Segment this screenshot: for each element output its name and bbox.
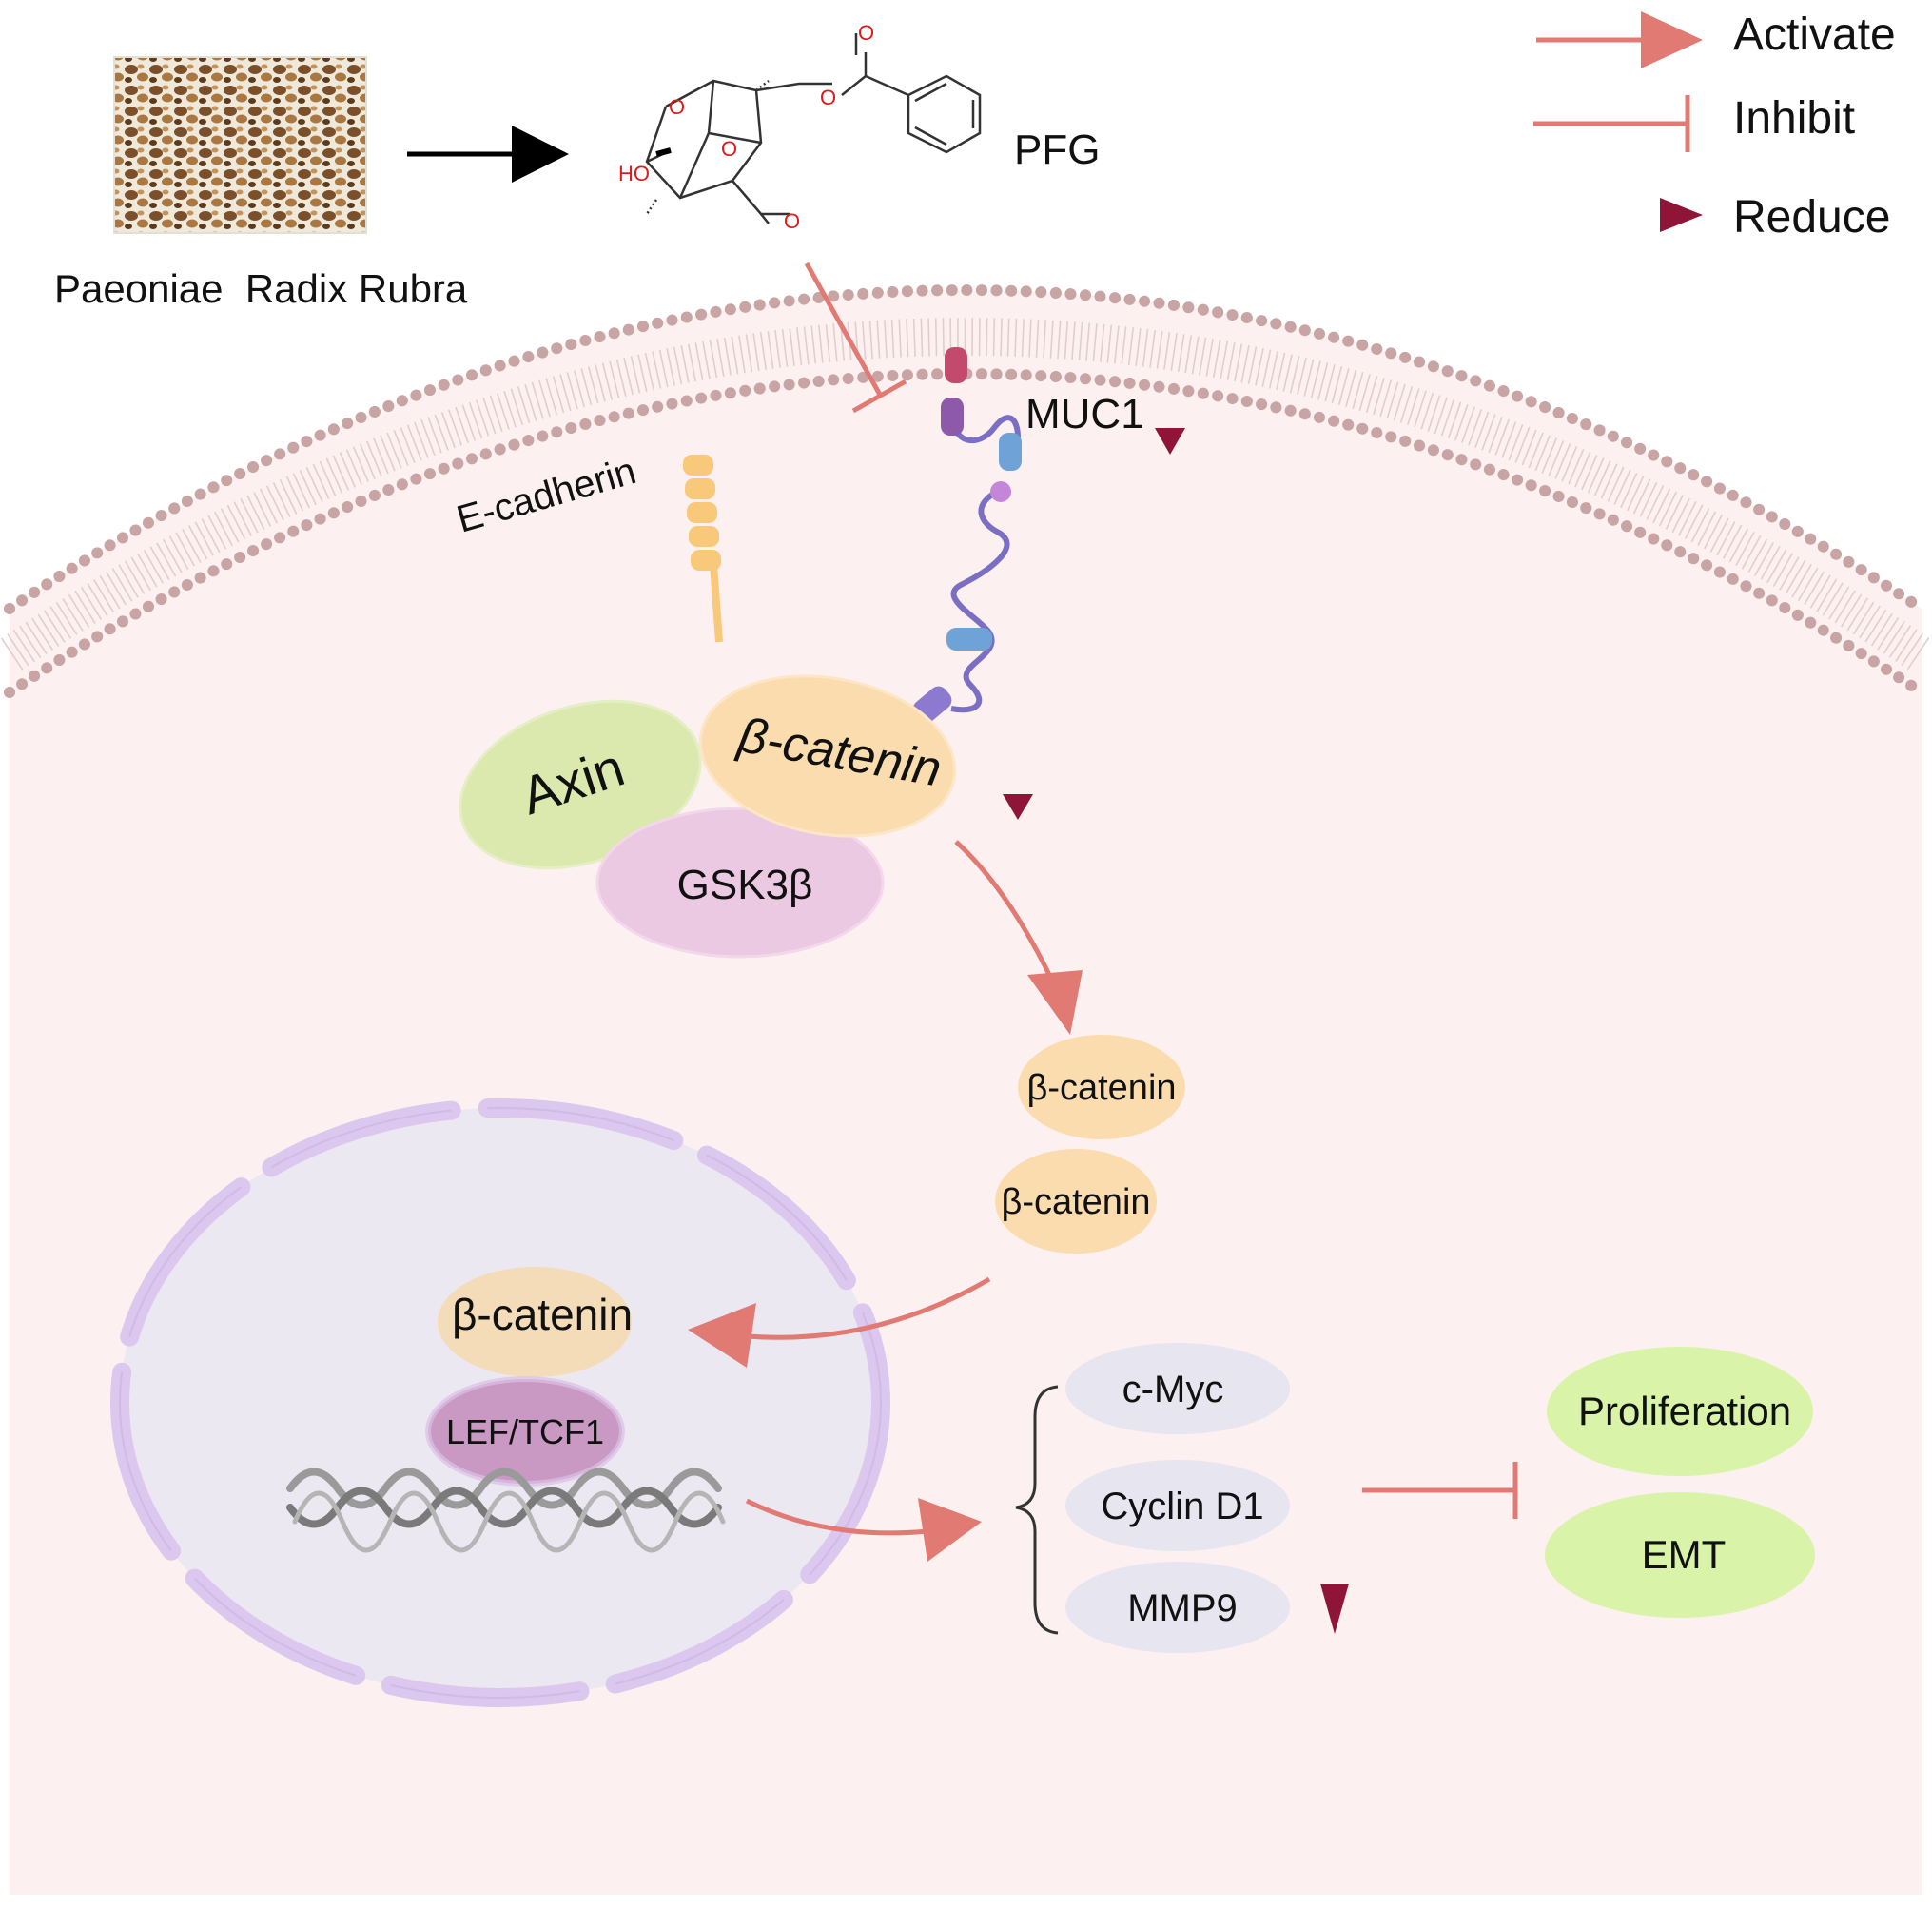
translocation-arrow — [688, 1276, 991, 1368]
pfg-inhibits-muc1 — [804, 262, 907, 414]
nuclear-complex: β-catenin LEF/TCF1 — [425, 1267, 633, 1487]
legend-activate: Activate — [1536, 10, 1896, 68]
cmyc-label: c-Myc — [1122, 1369, 1224, 1410]
bcatenin-nuclear-label: β-catenin — [452, 1290, 633, 1339]
atom-o: O — [721, 137, 737, 161]
bcatenin-free-label: β-catenin — [1026, 1068, 1176, 1108]
target-genes: c-Myc Cyclin D1 MMP9 — [1015, 1343, 1290, 1653]
muc1-label: MUC1 — [1025, 391, 1144, 437]
atom-ho: HO — [618, 162, 650, 185]
source-to-compound-arrow — [407, 126, 569, 183]
legend-activate-label: Activate — [1733, 10, 1896, 60]
targets-reduce-arrow — [1320, 1389, 1349, 1634]
transcription-arrow — [745, 1498, 982, 1562]
bcatenin-nuclear-node — [438, 1267, 632, 1377]
bcatenin-free-node — [995, 1149, 1157, 1254]
complex-reduce-arrow — [1003, 730, 1033, 820]
atom-o: O — [784, 209, 800, 233]
cyclind1-node — [1065, 1460, 1290, 1551]
complex-to-free-arrow — [954, 840, 1083, 1035]
herb-image — [113, 56, 367, 234]
free-bcatenin: β-catenin β-catenin — [995, 1035, 1185, 1254]
cmyc-node — [1065, 1343, 1290, 1434]
outcomes: Proliferation EMT — [1545, 1347, 1815, 1618]
bcatenin-free-label: β-catenin — [1001, 1182, 1150, 1222]
target-brace — [1015, 1385, 1059, 1635]
legend-inhibit: Inhibit — [1533, 93, 1855, 152]
proliferation-label: Proliferation — [1578, 1389, 1791, 1433]
lef-tcf1-label: LEF/TCF1 — [446, 1412, 604, 1451]
lef-tcf1-node — [428, 1379, 622, 1484]
dna-helix — [286, 1468, 726, 1553]
mmp9-label: MMP9 — [1127, 1587, 1238, 1629]
muc1-reduce-arrow — [1155, 366, 1185, 455]
emt-node — [1545, 1492, 1815, 1618]
legend-reduce-label: Reduce — [1733, 192, 1890, 243]
legend-reduce: Reduce — [1527, 192, 1890, 243]
pfg-atoms: O O O O O HO — [618, 21, 874, 233]
ecadherin-protein — [683, 455, 723, 643]
legend-inhibit-label: Inhibit — [1733, 93, 1855, 144]
bcatenin-free-node — [1018, 1035, 1185, 1139]
atom-o: O — [858, 21, 874, 45]
atom-o: O — [669, 95, 685, 119]
gsk3b-label: GSK3β — [677, 862, 813, 908]
targets-inhibit-outcomes — [1362, 1462, 1518, 1519]
gsk3b-node — [595, 807, 885, 959]
legend: Activate Inhibit Reduce — [1527, 10, 1896, 243]
emt-label: EMT — [1642, 1532, 1727, 1577]
compound-name: PFG — [1014, 126, 1100, 173]
bcatenin-complex-node — [698, 674, 957, 838]
atom-o: O — [820, 86, 836, 109]
pfg-structure — [645, 33, 982, 224]
mmp9-node — [1065, 1562, 1290, 1653]
muc1-protein — [912, 347, 1022, 724]
proliferation-node — [1547, 1347, 1813, 1476]
destruction-complex: Axin GSK3β β-catenin — [459, 674, 957, 959]
cyclind1-label: Cyclin D1 — [1101, 1486, 1263, 1527]
herb-label: Paeoniae Radix Rubra — [54, 266, 468, 311]
